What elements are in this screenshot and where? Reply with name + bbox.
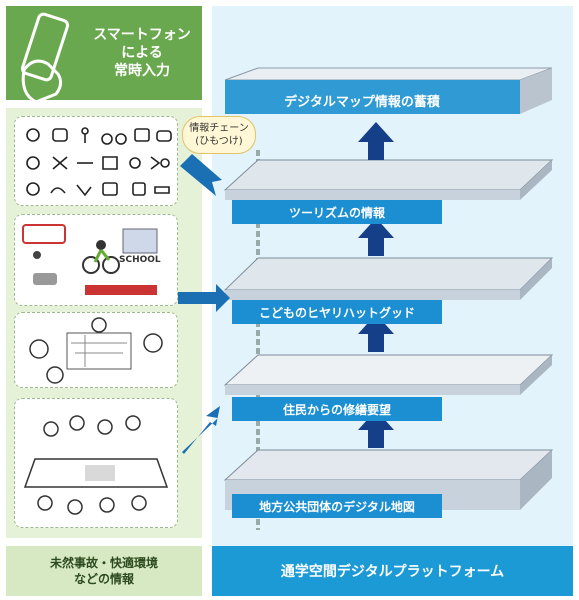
layer-label-tourism: ツーリズムの情報 xyxy=(232,200,442,224)
children-map-card xyxy=(14,312,178,388)
smartphone-hand-icon xyxy=(20,12,70,104)
smartphone-title-line: による xyxy=(121,45,163,61)
up-arrow-icon xyxy=(358,314,394,352)
transport-icons-grid xyxy=(26,127,172,197)
smartphone-title-line: スマートフォン xyxy=(93,27,191,43)
up-arrow-icon xyxy=(358,410,394,448)
layer-label-children: こどものヒヤリハットグッド xyxy=(232,300,442,324)
layer-label-repairs: 住民からの修繕要望 xyxy=(232,397,442,421)
smartphone-title: スマートフォン による 常時入力 xyxy=(86,26,198,80)
street-scene-illustration xyxy=(22,224,158,295)
input-arrow-icon xyxy=(180,154,222,196)
top-book xyxy=(224,67,553,114)
workshop-card xyxy=(14,398,178,528)
input-arrow-icon xyxy=(182,406,220,454)
input-arrows xyxy=(178,154,230,454)
layer-book-3 xyxy=(223,354,554,395)
smartphone-input-box: スマートフォン による 常時入力 xyxy=(6,6,202,104)
accident-info-box: 未然事故・快適環境 などの情報 xyxy=(6,546,202,596)
platform-title: 通学空間デジタルプラットフォーム xyxy=(212,546,573,596)
layer-book-2 xyxy=(223,257,554,300)
layer-label-accumulation: デジタルマップ情報の蓄積 xyxy=(284,94,440,110)
up-arrow-icon xyxy=(358,122,394,160)
chain-tag-line: (ひもつけ) xyxy=(195,136,243,147)
layer-label-base-map: 地方公共団体のデジタル地図 xyxy=(232,494,442,518)
school-sign: SCHOOL xyxy=(119,255,161,265)
workshop-illustration xyxy=(23,415,169,515)
up-arrow-icon xyxy=(358,218,394,256)
children-map-illustration xyxy=(29,317,163,384)
chain-tag-line: 情報チェーン xyxy=(189,123,249,134)
street-scene-card: SCHOOL xyxy=(14,214,178,306)
accident-info-line: 未然事故・快適環境 xyxy=(49,556,158,570)
info-chain-tag: 情報チェーン (ひもつけ) xyxy=(182,116,256,154)
accident-info-line: などの情報 xyxy=(73,572,134,586)
smartphone-title-line: 常時入力 xyxy=(114,63,170,79)
up-arrows xyxy=(358,122,394,448)
layer-book-1 xyxy=(223,159,554,200)
transport-icons-card xyxy=(14,116,178,206)
input-arrow-icon xyxy=(178,284,230,312)
